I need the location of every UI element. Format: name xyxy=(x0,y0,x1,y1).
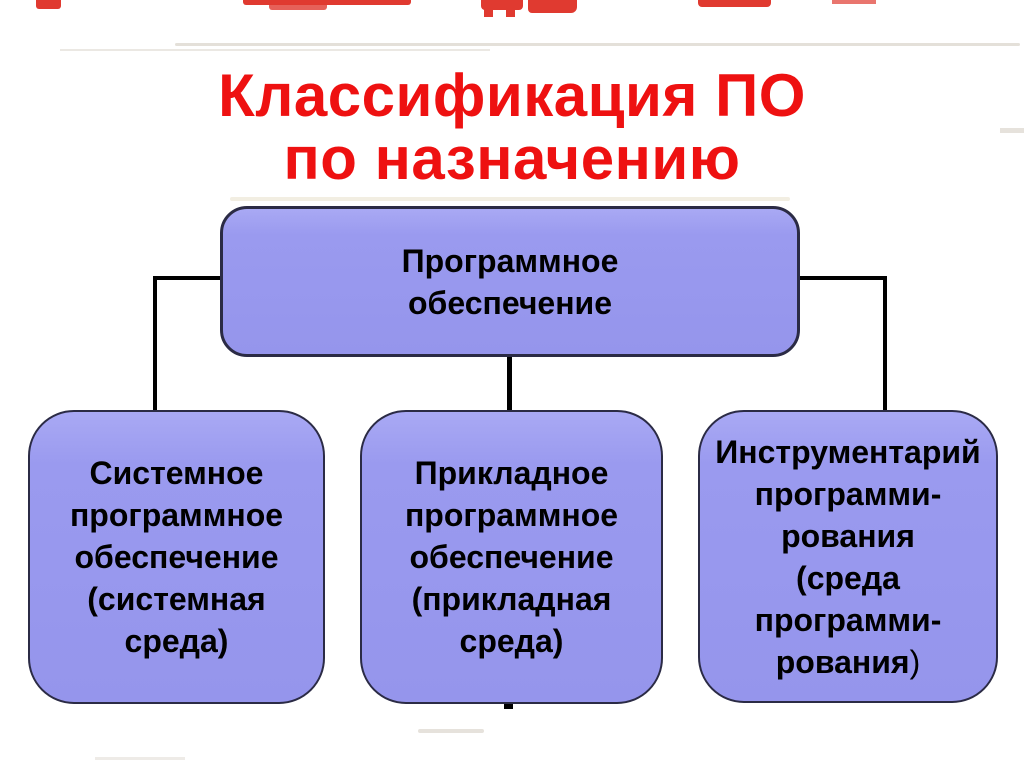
connector-left-horizontal xyxy=(153,276,223,280)
node-programming-tools-label: Инструментарий программи- рования (среда… xyxy=(715,433,981,680)
node-system-software: Системное программное обеспечение (систе… xyxy=(28,410,325,704)
node-software-label: Программное обеспечение xyxy=(401,242,619,321)
gray-streak-artifact xyxy=(175,43,1020,46)
gray-streak-artifact xyxy=(1000,128,1024,133)
top-edge-artifact xyxy=(698,0,771,7)
node-software: Программное обеспечение xyxy=(220,206,800,357)
top-edge-artifact xyxy=(832,0,876,4)
connector-left-vertical xyxy=(153,276,157,414)
top-edge-artifact xyxy=(506,9,515,17)
title-line-2: по назначению xyxy=(283,125,741,192)
connector-right-horizontal xyxy=(797,276,887,280)
gray-streak-artifact xyxy=(95,757,185,760)
top-edge-artifact xyxy=(36,0,61,9)
cream-streak-artifact xyxy=(230,197,790,201)
connector-middle-vertical xyxy=(507,354,512,414)
node-programming-tools: Инструментарий программи- рования (среда… xyxy=(698,410,998,703)
top-edge-artifact xyxy=(481,0,523,10)
gray-streak-artifact xyxy=(60,49,490,51)
connector-right-vertical xyxy=(883,276,887,414)
node-system-software-label: Системное программное обеспечение (систе… xyxy=(69,455,284,659)
connector-bottom-stub xyxy=(504,703,513,709)
top-edge-artifact xyxy=(484,9,493,17)
top-edge-artifact xyxy=(269,4,327,10)
title-line-1: Классификация ПО xyxy=(218,62,806,129)
gray-streak-artifact xyxy=(418,729,484,733)
node-application-software: Прикладное программное обеспечение (прик… xyxy=(360,410,663,704)
slide-title: Классификация ПО по назначению xyxy=(0,64,1024,190)
closing-paren: ) xyxy=(909,643,921,680)
node-application-software-label: Прикладное программное обеспечение (прик… xyxy=(404,455,619,659)
top-edge-artifact xyxy=(243,0,411,5)
top-edge-artifact xyxy=(528,0,577,13)
